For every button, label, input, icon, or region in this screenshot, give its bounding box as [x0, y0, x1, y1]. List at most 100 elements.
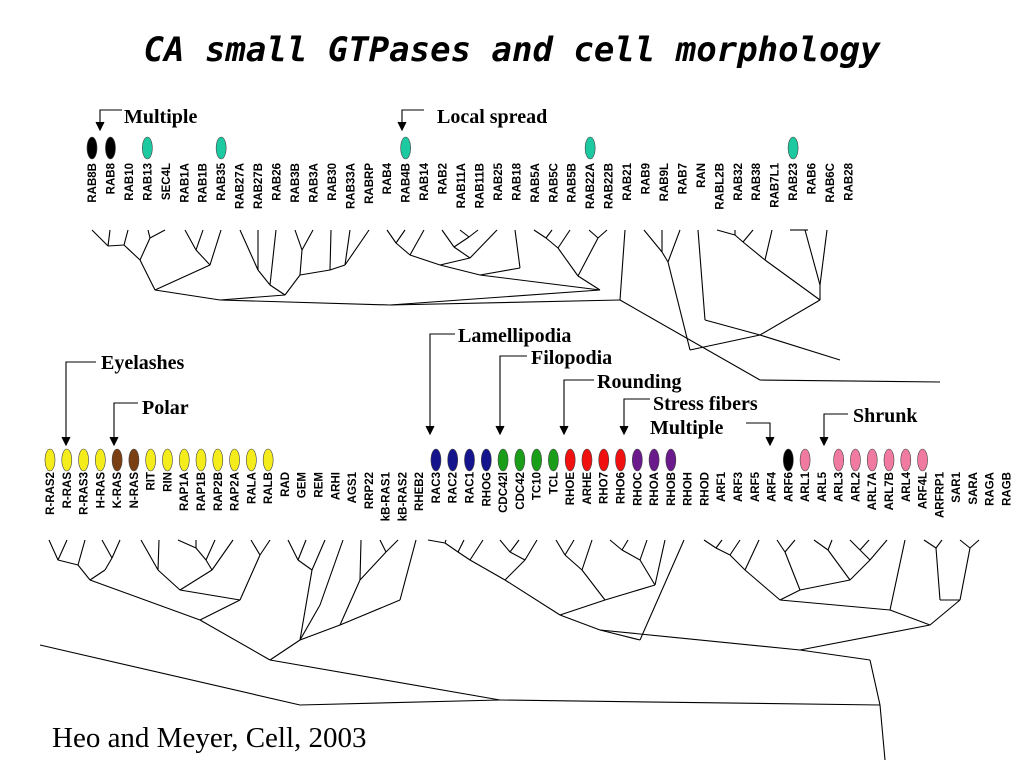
rab-label-rabrp: RABRP	[364, 163, 376, 204]
rab-label-rab18: RAB18	[511, 162, 523, 200]
ras-label-gem: GEM	[297, 472, 309, 498]
rab-label-rab9: RAB9	[641, 163, 653, 194]
rab-label-rab10: RAB10	[124, 163, 136, 201]
ras-label-arl4: ARL4	[901, 471, 913, 502]
ras-label-r-ras2: R-RAS2	[45, 472, 57, 515]
ras-label-ralb: RALB	[263, 472, 275, 504]
ras-label-rap2b: RAP2B	[213, 472, 225, 511]
ras-label-arl3: ARL3	[834, 472, 846, 502]
ras-label-rhoc: RHOC	[632, 472, 644, 506]
ras-marker-rho6	[615, 448, 626, 472]
ras-marker-rhoe	[564, 448, 576, 472]
rab-label-rab35: RAB35	[216, 162, 228, 200]
ras-label-h-ras: H-RAS	[95, 472, 107, 509]
rab-label-rab3b: RAB3B	[290, 163, 302, 203]
ras-label-tc10: TC10	[532, 472, 544, 500]
ras-marker-rhoc	[631, 448, 643, 472]
ras-marker-rap2b	[212, 448, 224, 472]
ras-marker-r-ras2	[44, 448, 56, 472]
rab-label-rab23: RAB23	[788, 163, 800, 201]
rab-label-rab14: RAB14	[419, 162, 431, 200]
rab-marker-group	[86, 136, 799, 160]
ras-label-ags1: AGS1	[347, 471, 359, 503]
ras-marker-arl4	[900, 448, 912, 472]
ras-label-ragb: RAGB	[1001, 472, 1013, 506]
ras-label-arhi: ARHI	[330, 472, 342, 500]
ras-label-arf6: ARF6	[783, 472, 795, 502]
rab-label-rab1a: RAB1A	[179, 163, 191, 203]
rab-label-rab4b: RAB4B	[401, 163, 413, 203]
rab-label-rab32: RAB32	[733, 163, 745, 201]
ras-label-rap1b: RAP1B	[196, 472, 208, 511]
rab-label-rab1b: RAB1B	[198, 163, 210, 203]
rab-marker-rab8	[105, 136, 116, 160]
ras-marker-cdc42	[514, 448, 526, 472]
ras-label-arf4: ARF4	[767, 471, 779, 502]
svg-text:Rounding: Rounding	[597, 371, 682, 393]
ras-marker-rhoa	[648, 448, 660, 472]
ras-label-n-ras: N-RAS	[129, 472, 141, 509]
ras-label-rac2: RAC2	[448, 472, 460, 503]
ras-marker-r-ras3	[78, 448, 89, 472]
ras-label-rheb2: RHEB2	[414, 472, 426, 511]
rab-label-rab27b: RAB27B	[253, 163, 265, 209]
ras-marker-arl3	[833, 448, 844, 472]
ras-label-rad: RAD	[280, 472, 292, 497]
ras-marker-rap1b	[195, 448, 207, 472]
rab-tree-branches	[91, 229, 941, 383]
ras-label-rap2a: RAP2A	[230, 472, 242, 511]
ras-marker-arf6	[783, 448, 794, 472]
ras-label-sar1: SAR1	[951, 471, 963, 502]
ras-label-arl1: ARL1	[800, 471, 812, 502]
ras-label-rac1: RAC1	[465, 471, 477, 503]
rab-label-rab28: RAB28	[843, 162, 855, 200]
ras-label-kb-ras2: kB-RAS2	[397, 472, 409, 521]
ras-marker-rap1a	[178, 448, 190, 472]
ras-label-arf4l: ARF4L	[918, 472, 930, 509]
rab-label-rab3a: RAB3A	[308, 163, 320, 203]
svg-text:Polar: Polar	[142, 397, 189, 419]
ras-label-arfrp1: ARFRP1	[934, 471, 946, 518]
svg-text:Multiple: Multiple	[124, 106, 197, 128]
ras-label-cdc42: CDC42	[515, 472, 527, 510]
svg-text:Shrunk: Shrunk	[853, 405, 918, 427]
rab-label-rab5b: RAB5B	[567, 163, 579, 203]
rab-label-rab4: RAB4	[382, 162, 394, 194]
rab-label-rab33a: RAB33A	[345, 163, 357, 209]
ras-marker-rac1	[464, 448, 475, 472]
ras-marker-rho7	[598, 448, 610, 472]
rab-label-rab7l1: RAB7L1	[770, 162, 782, 207]
ras-label-arl5: ARL5	[817, 471, 829, 502]
rab-label-rab7: RAB7	[677, 163, 689, 194]
ras-label-raga: RAGA	[985, 472, 997, 506]
svg-text:Stress fibers: Stress fibers	[653, 393, 758, 415]
ras-marker-rin	[162, 448, 173, 472]
rab-label-rabl2b: RABL2B	[714, 163, 726, 210]
ras-label-rho6: RHO6	[616, 472, 628, 504]
ras-marker-rhog	[480, 448, 492, 472]
ras-label-arf3: ARF3	[733, 472, 745, 502]
ras-marker-h-ras	[95, 448, 106, 472]
ras-marker-rala	[246, 448, 257, 472]
ras-label-sara: SARA	[968, 472, 980, 505]
ras-label-arf5: ARF5	[750, 471, 762, 502]
rab-label-rab22a: RAB22A	[585, 163, 597, 209]
ras-label-rhoe: RHOE	[565, 472, 577, 506]
ras-marker-arl1	[799, 448, 811, 472]
ras-marker-k-ras	[111, 448, 123, 472]
rab-marker-rab23	[787, 136, 799, 160]
rab-label-rab26: RAB26	[272, 163, 284, 201]
ras-label-rala: RALA	[246, 472, 258, 504]
ras-label-arl7a: ARL7A	[867, 472, 879, 510]
ras-marker-rac2	[447, 448, 459, 472]
rab-label-rab11b: RAB11B	[474, 163, 486, 208]
annotation-shrunk: Shrunk	[819, 405, 918, 447]
annotation-local-spread: Local spread	[397, 106, 547, 132]
ras-label-rit: RIT	[146, 472, 158, 491]
rab-label-sec4l: SEC4L	[161, 163, 173, 200]
ras-marker-n-ras	[128, 448, 140, 472]
annotation-multiple-bottom: Multiple	[650, 417, 775, 447]
ras-marker-arhe	[581, 448, 593, 472]
ras-marker-rap2a	[229, 448, 240, 472]
